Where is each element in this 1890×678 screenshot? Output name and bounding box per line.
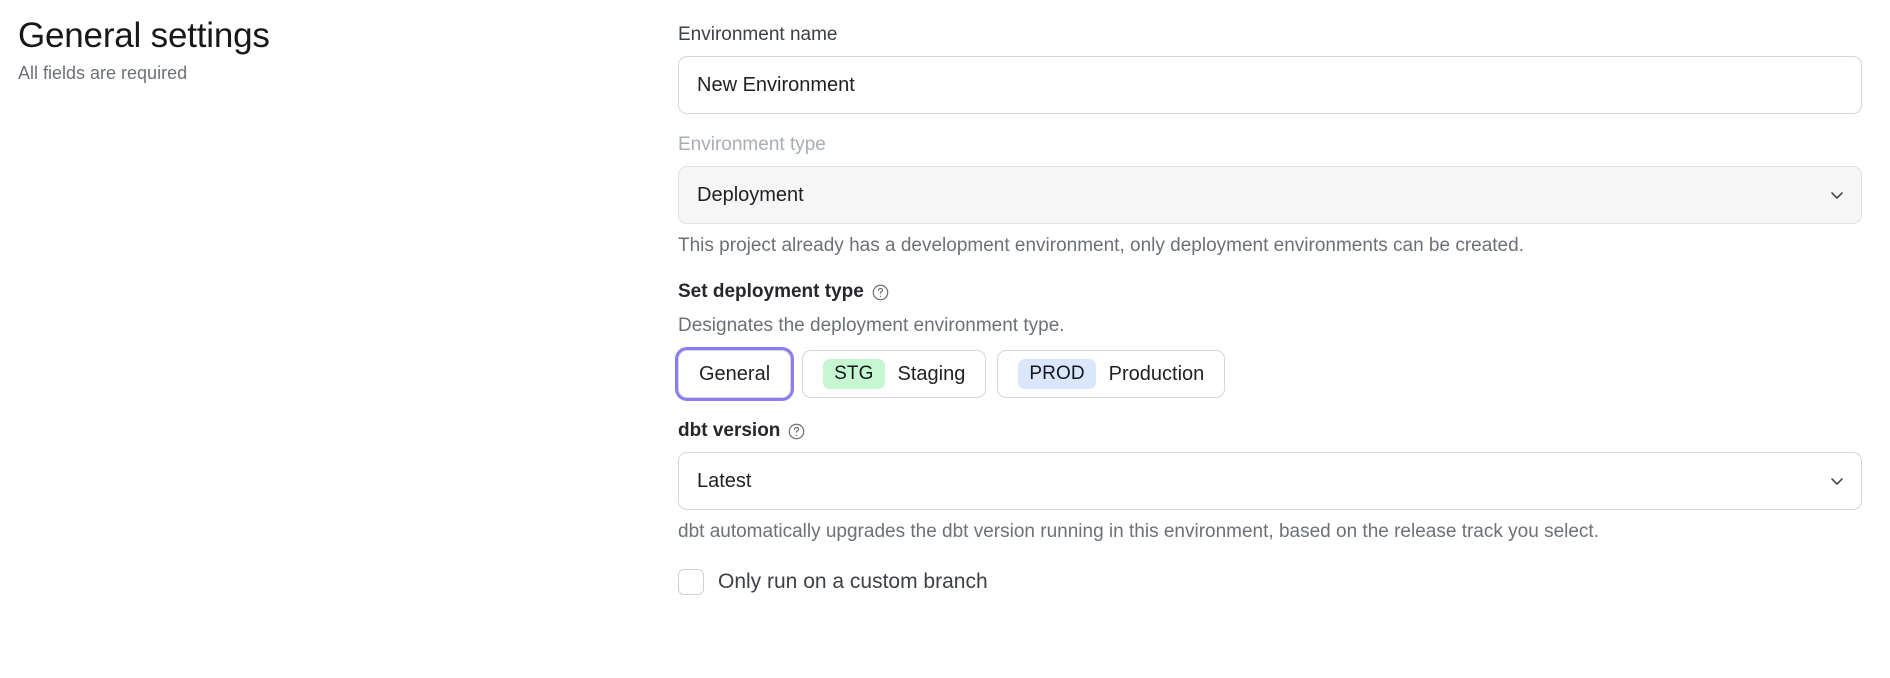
environment-type-label: Environment type: [678, 134, 826, 155]
environment-type-select[interactable]: Deployment: [678, 166, 1862, 224]
dbt-version-helper: dbt automatically upgrades the dbt versi…: [678, 521, 1599, 542]
environment-type-select-value: Deployment: [678, 166, 1862, 224]
question-circle-icon[interactable]: [787, 422, 806, 441]
deployment-type-option-production-label: Production: [1108, 362, 1205, 385]
custom-branch-checkbox[interactable]: [678, 569, 704, 595]
dbt-version-label-text: dbt version: [678, 420, 781, 441]
deployment-type-options: General STG Staging PROD Production: [678, 350, 1862, 398]
dbt-version-select[interactable]: Latest: [678, 452, 1862, 510]
deployment-type-option-staging-label: Staging: [897, 362, 966, 385]
dbt-version-field: dbt version Latest dbt automatically upg…: [678, 418, 1862, 545]
question-circle-icon[interactable]: [871, 283, 890, 302]
settings-intro: General settings All fields are required: [18, 14, 558, 86]
environment-name-label: Environment name: [678, 24, 838, 45]
page-title: General settings: [18, 16, 270, 55]
environment-name-field: Environment name: [678, 22, 1862, 114]
deployment-type-option-general-label: General: [699, 362, 771, 385]
custom-branch-label: Only run on a custom branch: [718, 570, 988, 593]
general-settings-form: Environment name Environment type Deploy…: [678, 22, 1862, 595]
dbt-version-label: dbt version: [678, 418, 1862, 444]
deployment-type-label-text: Set deployment type: [678, 281, 864, 302]
environment-type-helper: This project already has a development e…: [678, 235, 1524, 256]
staging-badge: STG: [823, 359, 885, 389]
deployment-type-label: Set deployment type: [678, 279, 1862, 305]
page-subtitle: All fields are required: [18, 63, 188, 83]
custom-branch-row[interactable]: Only run on a custom branch: [678, 569, 1862, 595]
deployment-type-description: Designates the deployment environment ty…: [678, 315, 1065, 336]
deployment-type-field: Set deployment type Designates the deplo…: [678, 279, 1862, 398]
deployment-type-option-staging[interactable]: STG Staging: [802, 350, 987, 398]
dbt-version-select-value: Latest: [678, 452, 1862, 510]
environment-name-input[interactable]: [678, 56, 1862, 114]
environment-type-field: Environment type Deployment This project…: [678, 132, 1862, 259]
production-badge: PROD: [1018, 359, 1096, 389]
deployment-type-option-production[interactable]: PROD Production: [997, 350, 1226, 398]
deployment-type-option-general[interactable]: General: [678, 350, 792, 398]
